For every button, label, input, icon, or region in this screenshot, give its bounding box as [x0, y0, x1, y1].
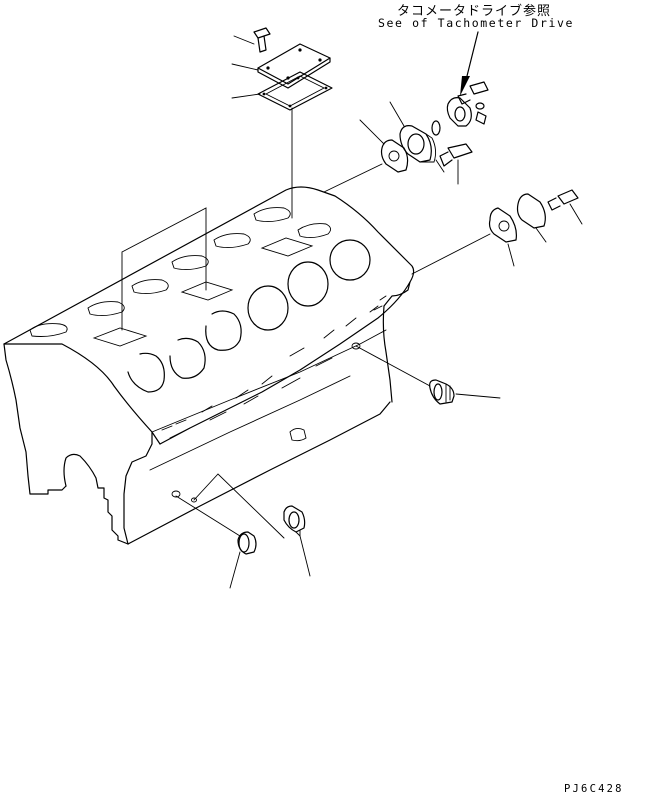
drive-housing-group	[323, 31, 489, 193]
reference-note-english: See of Tachometer Drive	[378, 16, 575, 30]
drive-housing-bolt	[439, 143, 473, 185]
top-cover-group	[121, 27, 333, 331]
top-cover-bolt	[253, 27, 271, 53]
drive-housing	[399, 125, 437, 163]
side-cover-group	[411, 189, 583, 275]
reference-note-japanese: タコメータドライブ参照	[397, 4, 552, 19]
threaded-plug	[193, 473, 311, 577]
sensor-plug	[355, 345, 501, 405]
side-cover-bolt	[547, 189, 579, 211]
o-ring	[431, 120, 441, 136]
cylinder-block	[3, 186, 415, 545]
blanking-plug	[175, 495, 257, 589]
drawing-number: PJ6C428	[564, 783, 624, 795]
side-cover-gasket	[488, 207, 517, 243]
side-cover	[516, 193, 546, 229]
tachometer-drive	[446, 81, 489, 127]
top-cover-gasket	[257, 71, 333, 111]
top-cover	[257, 43, 331, 89]
drive-housing-gasket	[380, 139, 409, 173]
